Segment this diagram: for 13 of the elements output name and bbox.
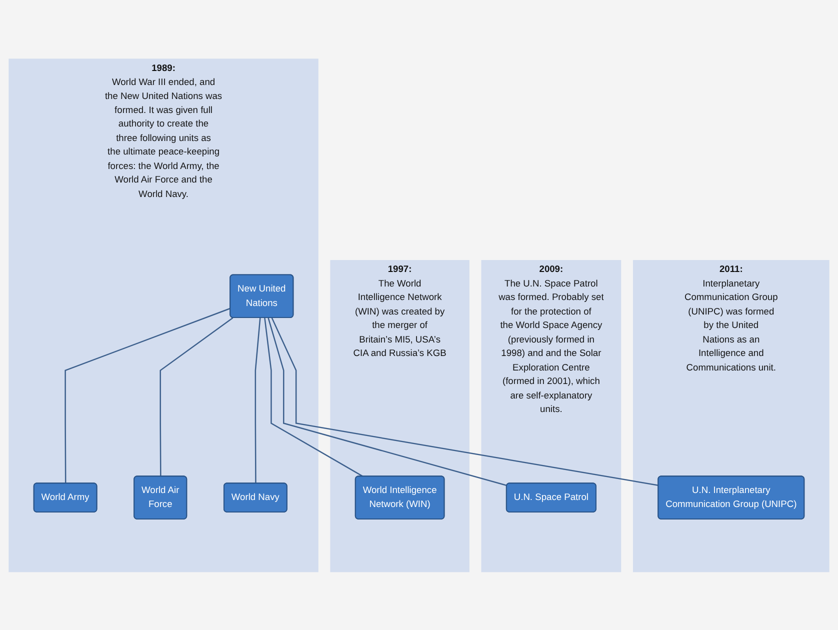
connector-line <box>264 317 364 477</box>
unit-box: World Army <box>33 482 98 512</box>
connector-line <box>64 307 231 483</box>
unit-box: World Air Force <box>134 475 188 520</box>
unit-box: U.N. Space Patrol <box>506 482 596 512</box>
connector-line <box>271 317 659 486</box>
unit-box: World Navy <box>224 482 288 512</box>
unit-box: World Intelligence Network (WIN) <box>354 475 445 520</box>
unit-box: U.N. Interplanetary Communication Group (UNIPC) <box>658 475 805 520</box>
unit-box: New United Nations <box>230 274 294 318</box>
connector-line <box>160 316 234 476</box>
connector-line <box>268 317 508 486</box>
connector-line <box>254 317 261 483</box>
